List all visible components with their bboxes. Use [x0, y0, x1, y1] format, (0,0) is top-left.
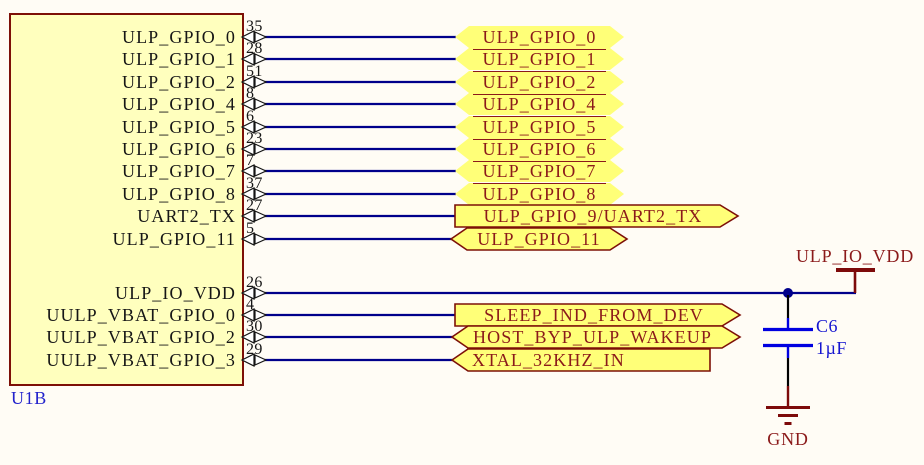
pin-number: 8	[246, 85, 255, 102]
port-label-text: ULP_GPIO_6	[473, 138, 606, 162]
pin-number: 37	[246, 175, 263, 192]
bidirectional-pin-icon	[240, 209, 268, 223]
pin-name: ULP_GPIO_1	[121, 49, 236, 69]
port-label-text: ULP_GPIO_0	[473, 26, 606, 50]
bidirectional-pin-icon	[240, 232, 268, 246]
ground-icon[interactable]	[766, 386, 810, 425]
port-shape-ulp-gpio-9-uart2-tx[interactable]	[454, 204, 740, 228]
component-body-u1b[interactable]	[9, 13, 244, 386]
net-port-shapes[interactable]	[449, 26, 742, 372]
pin-number: 26	[246, 274, 263, 291]
port-label-text: ULP_GPIO_4	[473, 93, 606, 117]
port-label-ulp-gpio-5[interactable]: ULP_GPIO_5	[455, 116, 624, 140]
pin-number: 5	[246, 220, 255, 237]
port-shape-xtal-32khz-in[interactable]	[450, 348, 711, 372]
port-shape-host-byp-ulp-wakeup[interactable]	[450, 325, 742, 349]
power-rail-icon[interactable]	[836, 268, 875, 293]
port-label-xtal-32khz-in[interactable]: XTAL_32KHZ_IN	[472, 350, 625, 370]
port-shape-ulp-gpio-7[interactable]	[455, 160, 624, 182]
pin-name: ULP_GPIO_7	[121, 161, 236, 181]
bidirectional-pin-icon	[240, 75, 268, 89]
pin-number: 4	[246, 296, 255, 313]
pin-direction-icons	[240, 30, 268, 367]
port-shape-ulp-gpio-4[interactable]	[455, 93, 624, 115]
capacitor-icon[interactable]	[763, 295, 813, 386]
port-label-ulp-gpio-7[interactable]: ULP_GPIO_7	[455, 160, 624, 184]
pin-name: ULP_GPIO_6	[121, 139, 236, 159]
port-shape-sleep-ind-from-dev[interactable]	[454, 303, 742, 327]
pin-number: 28	[246, 40, 263, 57]
bidirectional-pin-icon	[240, 120, 268, 134]
port-label-ulp-gpio-8[interactable]: ULP_GPIO_8	[482, 184, 597, 204]
port-label-text: ULP_GPIO_2	[473, 71, 606, 95]
pin-name: UULP_VBAT_GPIO_2	[46, 327, 236, 347]
bidirectional-pin-icon	[240, 97, 268, 111]
port-label-sleep-ind-from-dev[interactable]: SLEEP_IND_FROM_DEV	[484, 305, 704, 325]
port-shape-ulp-gpio-1[interactable]	[455, 48, 624, 70]
pin-name: ULP_GPIO_2	[121, 72, 236, 92]
pin-name: ULP_GPIO_11	[112, 229, 236, 249]
port-label-ulp-gpio-1[interactable]: ULP_GPIO_1	[455, 48, 624, 72]
ground-label[interactable]: GND	[767, 429, 809, 449]
bidirectional-pin-icon	[240, 142, 268, 156]
component-designator[interactable]: U1B	[11, 388, 47, 408]
pin-number: 27	[246, 197, 263, 214]
bidirectional-pin-icon	[240, 330, 268, 344]
capacitor-designator[interactable]: C6	[816, 316, 839, 336]
bidirectional-pin-icon	[240, 308, 268, 322]
port-label-host-byp-ulp-wakeup[interactable]: HOST_BYP_ULP_WAKEUP	[473, 327, 712, 347]
port-label-text: ULP_GPIO_5	[473, 116, 606, 140]
pin-number: 51	[246, 63, 263, 80]
power-rail-label[interactable]: ULP_IO_VDD	[796, 246, 914, 266]
pin-name: ULP_GPIO_0	[121, 27, 236, 47]
bidirectional-pin-icon	[240, 164, 268, 178]
port-shape-ulp-gpio-2[interactable]	[455, 71, 624, 93]
bidirectional-pin-icon	[240, 286, 268, 300]
bidirectional-pin-icon	[240, 187, 268, 201]
pin-number: 7	[246, 152, 255, 169]
pin-number: 29	[246, 341, 263, 358]
capacitor-value[interactable]: 1µF	[816, 338, 847, 358]
port-label-ulp-gpio-2[interactable]: ULP_GPIO_2	[455, 71, 624, 95]
wires[interactable]	[264, 35, 856, 362]
pin-name: ULP_GPIO_5	[121, 117, 236, 137]
port-shape-ulp-gpio-5[interactable]	[455, 116, 624, 138]
port-label-ulp-gpio-9-uart2-tx[interactable]: ULP_GPIO_9/UART2_TX	[483, 206, 703, 226]
pin-name: ULP_IO_VDD	[115, 283, 236, 303]
pin-number: 23	[246, 130, 263, 147]
bidirectional-pin-icon	[240, 30, 268, 44]
bidirectional-pin-icon	[240, 52, 268, 66]
port-shape-ulp-gpio-11[interactable]	[449, 227, 629, 251]
port-shape-ulp-gpio-8[interactable]	[455, 183, 624, 205]
port-label-ulp-gpio-11[interactable]: ULP_GPIO_11	[477, 229, 601, 249]
port-label-text: ULP_GPIO_1	[473, 48, 606, 72]
port-label-ulp-gpio-4[interactable]: ULP_GPIO_4	[455, 93, 624, 117]
pin-name: UART2_TX	[137, 206, 236, 226]
port-shape-ulp-gpio-0[interactable]	[455, 26, 624, 48]
pin-number: 30	[246, 318, 263, 335]
port-label-ulp-gpio-6[interactable]: ULP_GPIO_6	[455, 138, 624, 162]
port-label-text: ULP_GPIO_7	[473, 160, 606, 184]
pin-name: UULP_VBAT_GPIO_0	[46, 305, 236, 325]
port-label-ulp-gpio-0[interactable]: ULP_GPIO_0	[455, 26, 624, 50]
pin-name: UULP_VBAT_GPIO_3	[46, 350, 236, 370]
bidirectional-pin-icon	[240, 353, 268, 367]
port-shape-ulp-gpio-6[interactable]	[455, 138, 624, 160]
pin-number: 35	[246, 18, 263, 35]
wire-junction-dot	[783, 288, 793, 298]
pin-number: 6	[246, 108, 255, 125]
pin-name: ULP_GPIO_8	[121, 184, 236, 204]
pin-name: ULP_GPIO_4	[121, 94, 236, 114]
